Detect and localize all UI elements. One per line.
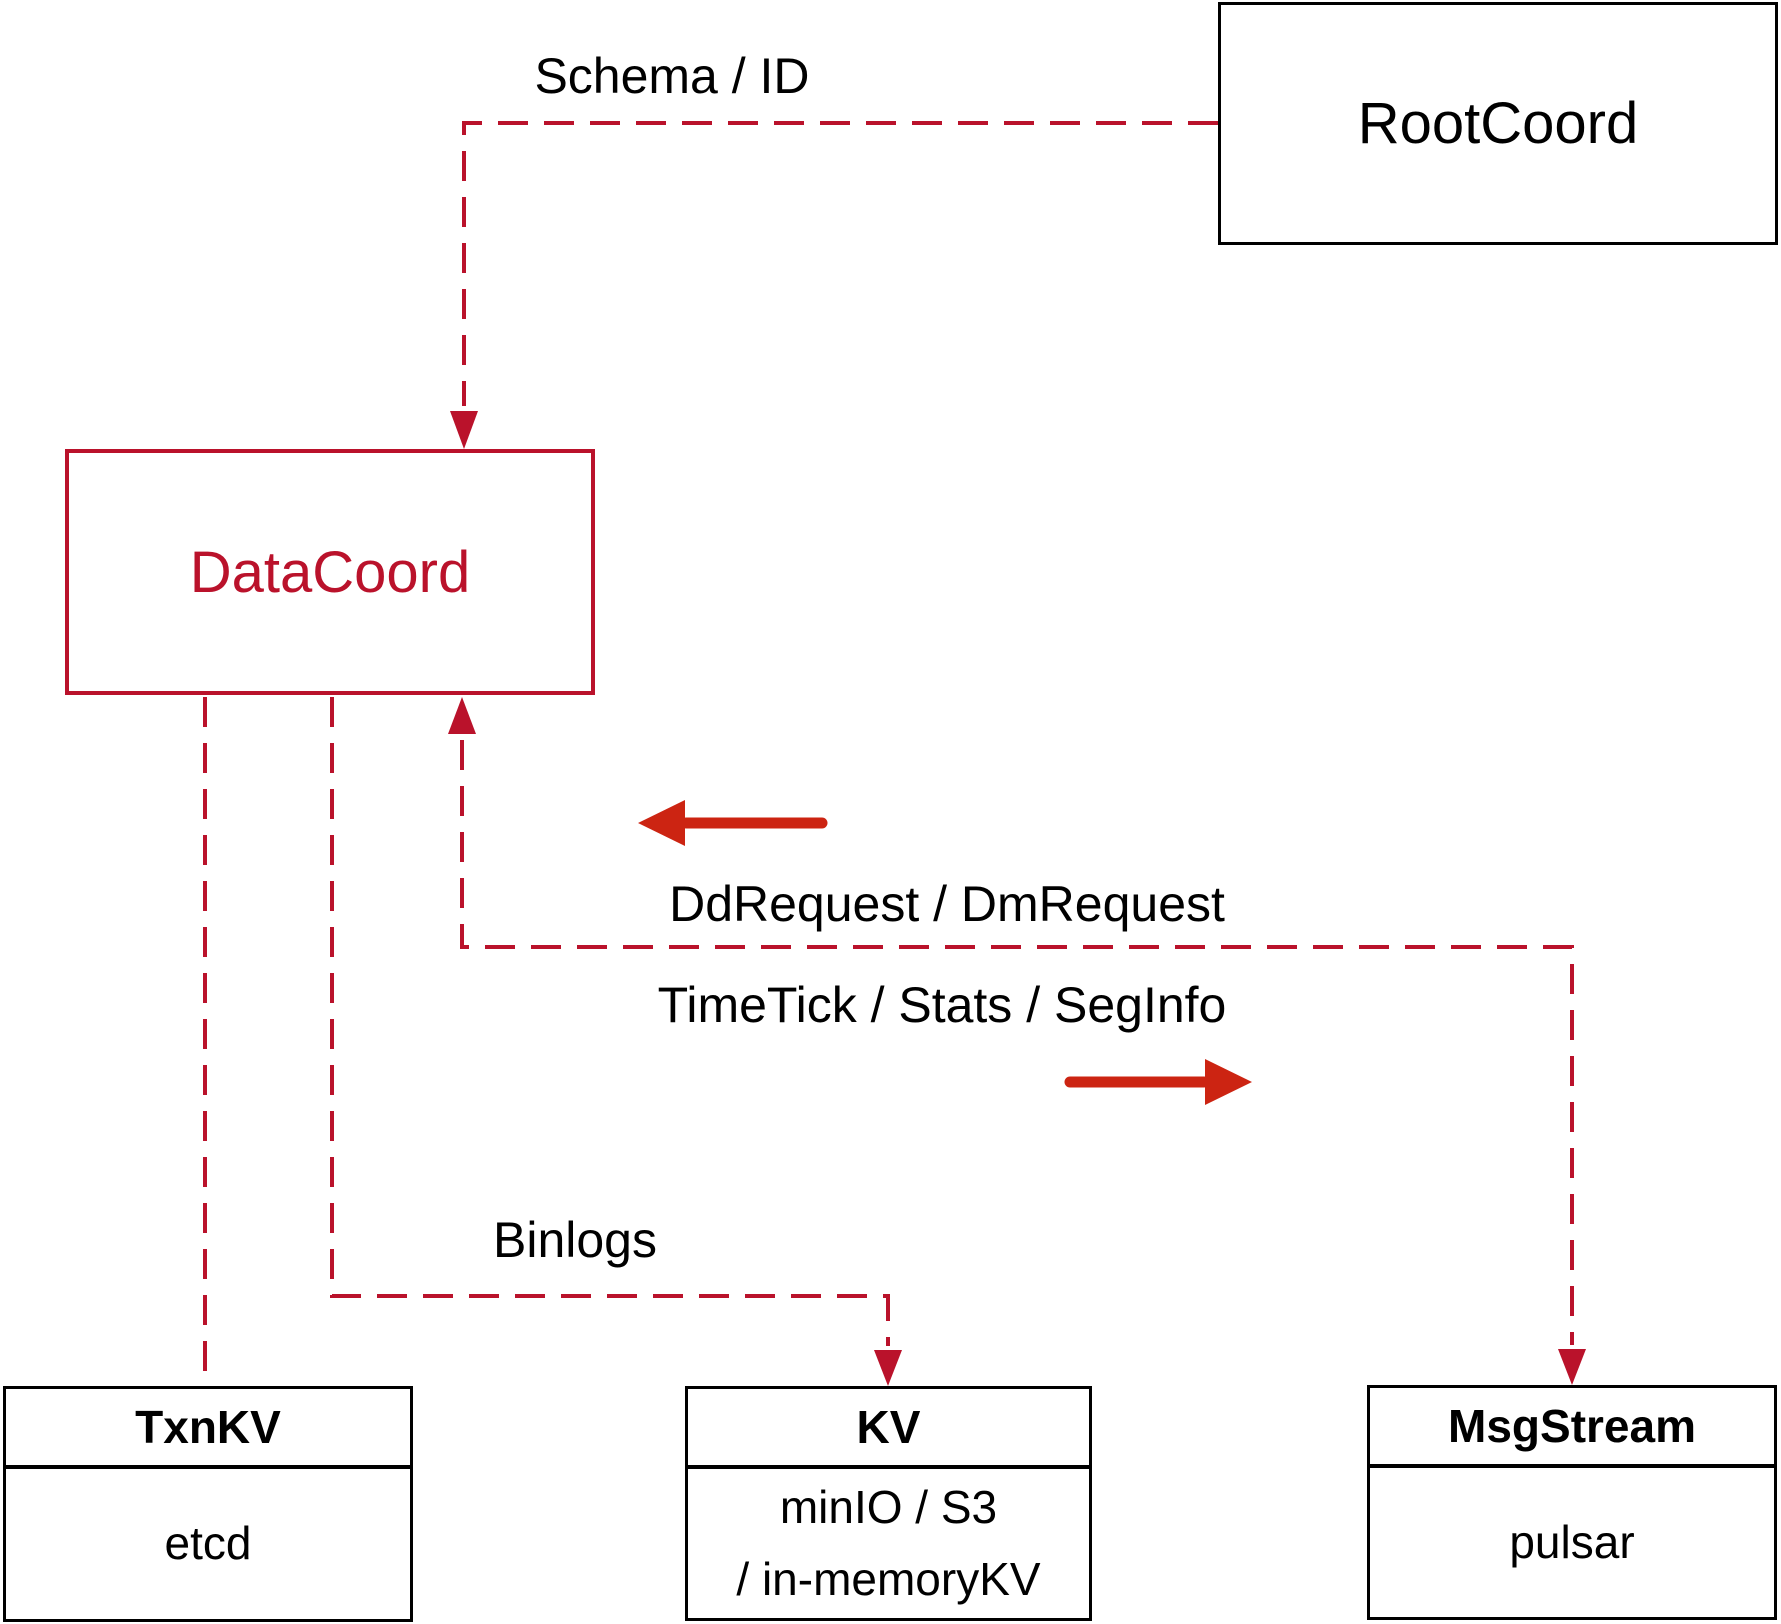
txnkv-body: etcd [164,1517,252,1570]
edge-label-ddrequest-dmrequest: DdRequest / DmRequest [669,876,1225,932]
msgstream-body: pulsar [1509,1515,1635,1568]
txnkv-title: TxnKV [6,1389,410,1469]
node-kv: KV minIO / S3 / in-memoryKV [685,1386,1092,1621]
msgstream-title: MsgStream [1370,1388,1774,1468]
datacoord-label: DataCoord [189,539,471,605]
rootcoord-label: RootCoord [1357,91,1639,156]
edge-label-binlogs: Binlogs [493,1212,657,1268]
node-rootcoord: RootCoord [1218,2,1778,245]
node-txnkv: TxnKV etcd [3,1386,413,1622]
arrowhead-down-into-kv-icon [874,1350,902,1386]
edge-label-schema-id: Schema / ID [534,48,810,104]
node-datacoord: DataCoord [65,449,595,695]
node-msgstream: MsgStream pulsar [1367,1385,1777,1620]
edge-msgstream-datacoord-line [460,740,1574,1345]
kv-body-line1: minIO / S3 [779,1481,998,1534]
edge-binlogs-line [330,697,890,1346]
arrowhead-down-into-msgstream-icon [1558,1349,1586,1385]
arrow-left-icon [638,800,828,846]
kv-body-line2: / in-memoryKV [736,1552,1041,1605]
arrow-right-icon [1064,1059,1252,1105]
arrowhead-up-into-datacoord-bottom-icon [448,697,476,734]
kv-title: KV [688,1389,1089,1469]
edge-label-timetick-stats-seginfo: TimeTick / Stats / SegInfo [657,977,1227,1033]
arrowhead-down-into-datacoord-top-icon [450,411,478,449]
edge-schema-id-line [462,121,1218,406]
